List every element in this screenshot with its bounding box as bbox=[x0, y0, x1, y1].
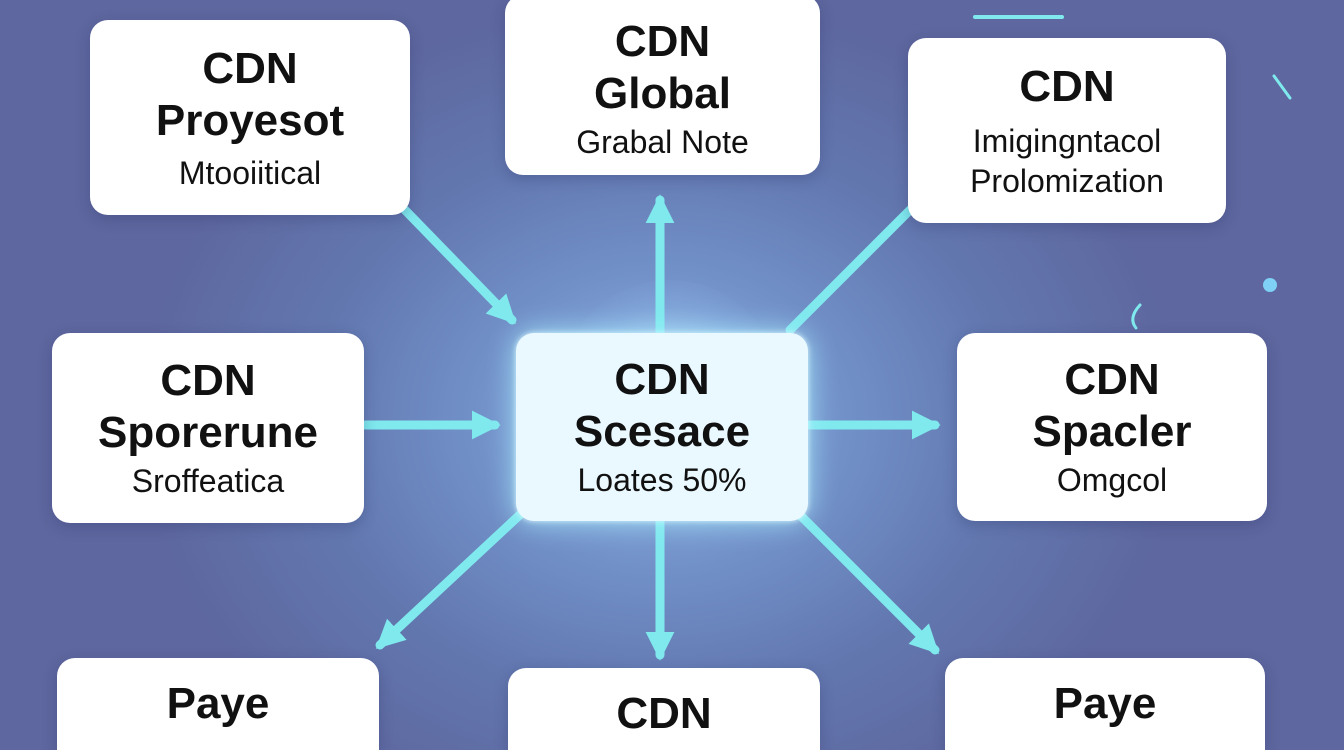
node-description: Sroffeatica bbox=[131, 463, 285, 499]
node-title: CDN bbox=[614, 17, 711, 66]
node-mid-right[interactable]: CDN Spacler Omgcol bbox=[957, 333, 1267, 521]
node-bottom-center[interactable]: CDN bbox=[508, 668, 820, 750]
node-subtitle: Sporerune bbox=[97, 408, 319, 457]
node-subtitle: Global bbox=[594, 69, 731, 118]
decor-slash bbox=[1272, 74, 1292, 100]
node-top-center[interactable]: CDN Global Grabal Note bbox=[505, 0, 820, 175]
node-center[interactable]: CDN Scesace Loates 50% bbox=[516, 333, 808, 521]
node-top-right[interactable]: CDN Imigingntacol Prolomization bbox=[908, 38, 1226, 223]
node-title: CDN bbox=[1019, 61, 1115, 111]
arrow-topleft-to-center bbox=[400, 205, 517, 325]
node-bottom-right[interactable]: Paye bbox=[945, 658, 1265, 750]
node-description-line-2: Prolomization bbox=[970, 162, 1164, 199]
node-bottom-left[interactable]: Paye bbox=[57, 658, 379, 750]
node-title: CDN bbox=[160, 356, 256, 405]
decor-curl bbox=[1131, 303, 1142, 330]
node-description-line-1: Imigingntacol bbox=[972, 122, 1162, 159]
node-subtitle: Scesace bbox=[573, 407, 751, 456]
decor-dot bbox=[1263, 278, 1277, 292]
node-subtitle: Spacler bbox=[1032, 407, 1192, 456]
node-title: CDN bbox=[616, 689, 712, 738]
node-description: Mtooiitical bbox=[178, 154, 322, 191]
node-description: Omgcol bbox=[1056, 462, 1168, 498]
node-subtitle: Proyesot bbox=[155, 95, 345, 145]
node-title: Paye bbox=[1053, 679, 1157, 728]
node-title: Paye bbox=[166, 679, 270, 728]
node-title: CDN bbox=[614, 355, 710, 404]
node-title: CDN bbox=[1064, 355, 1160, 404]
arrow-center-to-bottomleft bbox=[375, 505, 530, 650]
node-top-left[interactable]: CDN Proyesot Mtooiitical bbox=[90, 20, 410, 215]
line-center-to-topright bbox=[785, 203, 917, 335]
node-title: CDN bbox=[202, 43, 298, 93]
node-mid-left[interactable]: CDN Sporerune Sroffeatica bbox=[52, 333, 364, 523]
arrow-center-to-bottomright bbox=[790, 505, 940, 655]
node-description: Loates 50% bbox=[577, 462, 747, 498]
node-description: Grabal Note bbox=[576, 124, 749, 160]
